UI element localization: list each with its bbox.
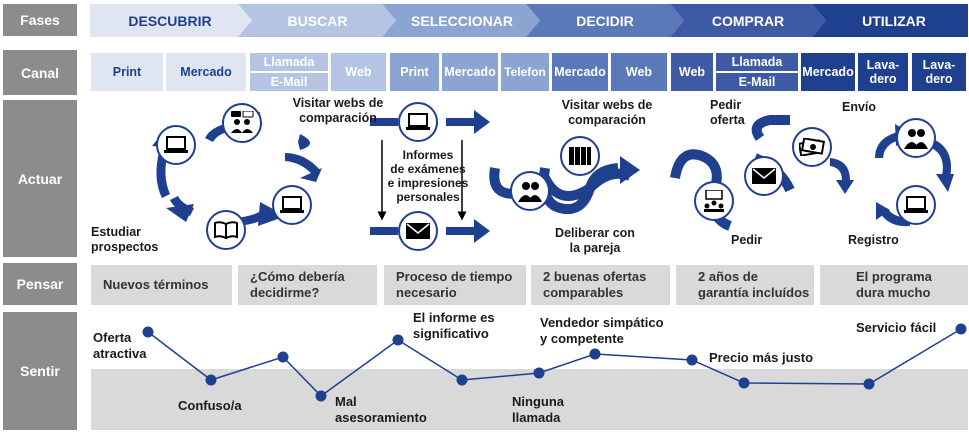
channel-print: Print: [91, 53, 163, 91]
sentir-label: Vendedor simpático y competente: [540, 315, 664, 346]
row-label-pensar: Pensar: [3, 263, 77, 305]
channel-email: E-Mail: [716, 73, 798, 91]
sentir-label: Mal asesoramiento: [335, 394, 427, 425]
actuar-label-estudiar: Estudiar prospectos: [91, 225, 159, 254]
money-icon: [792, 127, 832, 167]
pensar-box: ¿Cómo debería decidirme?: [238, 265, 377, 305]
channel-mercado: Mercado: [166, 53, 246, 91]
actuar-label-registro: Registro: [848, 233, 899, 247]
row-label-fases: Fases: [3, 4, 77, 36]
actuar-label-visitar: Visitar webs de comparación: [561, 98, 653, 127]
phase-descubrir: DESCUBRIR: [128, 12, 212, 29]
phase-comprar: COMPRAR: [711, 12, 785, 29]
channel-email: E-Mail: [250, 73, 328, 91]
actuar-label-pedir-oferta: Pedir oferta: [710, 98, 745, 127]
sentir-emotion-curve: [142, 323, 967, 402]
actuar-label-informes: Informes de exámenes e impresiones perso…: [387, 148, 469, 204]
channel-lavadero: Lava- dero: [858, 53, 908, 91]
channel-print: Print: [390, 53, 439, 91]
binders-icon: [560, 136, 600, 176]
sentir-label: Servicio fácil: [856, 320, 937, 335]
people-chat-icon: [222, 103, 262, 143]
channel-llamada: Llamada: [250, 53, 328, 71]
row-label-actuar: Actuar: [3, 100, 77, 257]
channel-mercado: Mercado: [801, 53, 855, 91]
laptop-icon: [896, 185, 936, 225]
actuar-label-pedir: Pedir: [731, 233, 763, 247]
sentir-label: Confuso/a: [178, 398, 242, 413]
laptop-icon: [156, 125, 196, 165]
laptop-icon: [272, 185, 312, 225]
envelope-icon: [398, 211, 438, 251]
book-icon: [206, 210, 246, 250]
laptop-icon: [398, 102, 438, 142]
pensar-box: Nuevos términos: [91, 265, 232, 305]
channel-web: Web: [671, 53, 713, 91]
sentir-label: El informe es significativo: [413, 310, 495, 341]
channel-mercado: Mercado: [442, 53, 498, 91]
pensar-box: El programa dura mucho: [820, 265, 968, 305]
sentir-negative-band: [91, 369, 968, 430]
actuar-label-envio: Envío: [842, 100, 877, 114]
sentir-label: Ninguna llamada: [512, 394, 564, 425]
team-icon: [510, 171, 550, 211]
buscar-arrows: [370, 110, 490, 243]
row-label-sentir: Sentir: [3, 312, 77, 430]
team-icon: [896, 118, 936, 158]
actuar-label-visitar: Visitar webs de comparación: [292, 96, 384, 125]
phase-buscar: BUSCAR: [287, 12, 348, 29]
envelope-icon: [744, 156, 784, 196]
channel-lavadero: Lava- dero: [912, 53, 966, 91]
sentir-label: Precio más justo: [709, 350, 814, 365]
phase-seleccionar: SELECCIONAR: [411, 12, 513, 29]
channel-web: Web: [611, 53, 667, 91]
phase-decidir: DECIDIR: [576, 12, 634, 29]
channel-llamada: Llamada: [716, 53, 798, 71]
pensar-box: 2 buenas ofertas comparables: [531, 265, 670, 305]
channel-mercado: Mercado: [552, 53, 608, 91]
pensar-box: Proceso de tiempo necesario: [384, 265, 526, 305]
phase-utilizar: UTILIZAR: [862, 12, 926, 29]
phase-chevron-background: [90, 4, 968, 37]
pensar-box: 2 años de garantía incluídos: [676, 265, 814, 305]
presentation-icon: [694, 181, 734, 221]
channel-telefon: Telefon: [501, 53, 549, 91]
sentir-label: Oferta atractiva: [93, 330, 147, 361]
actuar-label-deliberar: Deliberar con la pareja: [555, 226, 635, 255]
channel-web: Web: [331, 53, 386, 91]
row-label-canal: Canal: [3, 50, 77, 95]
